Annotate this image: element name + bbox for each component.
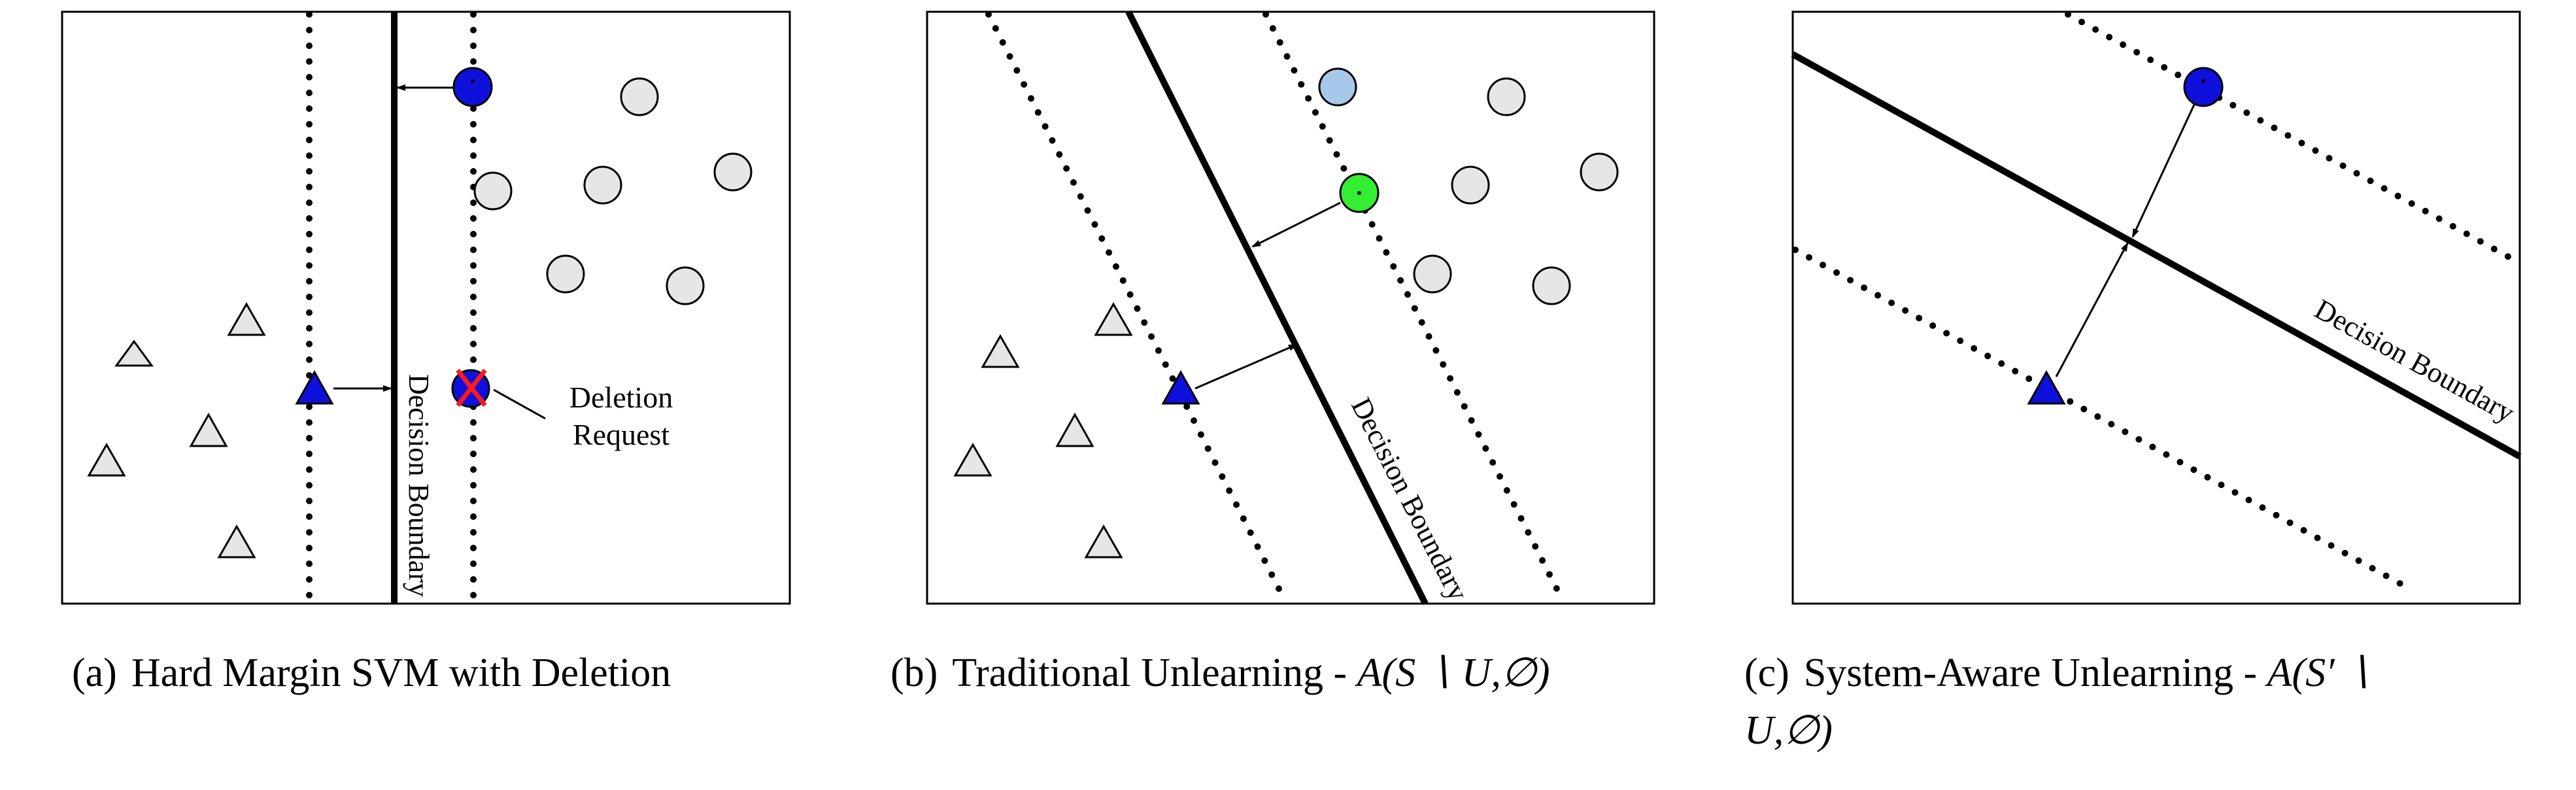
caption-b: (b) Traditional Unlearning - A(S ∖ U,∅) [890, 644, 1550, 702]
gray-triangle [114, 339, 154, 367]
panel-c: Decision Boundary [1791, 10, 2522, 605]
gray-triangle [981, 334, 1020, 368]
gray-triangle [189, 412, 228, 447]
panel-c-arrow-bottom [2055, 242, 2129, 377]
panel-b-frame [926, 10, 1655, 605]
gray-point [473, 171, 513, 211]
gray-point [620, 77, 659, 116]
panel-c-margin-bottom [1792, 247, 2413, 592]
gray-point [1413, 254, 1452, 294]
gray-point [666, 266, 705, 305]
new-support-vector-center-dot [1357, 191, 1361, 195]
support-vector-triangle [2027, 369, 2066, 405]
caption-a: (a) Hard Margin SVM with Deletion [72, 644, 671, 702]
support-vector-triangle [1161, 369, 1200, 405]
panel-a: Decision Boundary Deletion Request [61, 10, 791, 605]
panel-b-margin-right [1263, 11, 1566, 604]
gray-triangle [1055, 412, 1094, 447]
panel-c-arrow-top [2131, 104, 2195, 238]
caption-b-text: Traditional Unlearning - [952, 651, 1357, 695]
deletion-annotation-line1: Deletion [569, 381, 673, 414]
panel-a-frame [61, 10, 791, 605]
gray-point [713, 152, 753, 192]
caption-b-label: (b) [890, 651, 938, 695]
caption-c: (c) System-Aware Unlearning - A(S′ ∖ U,∅) [1744, 644, 2371, 759]
caption-c-math-line2: U,∅) [1744, 708, 1833, 753]
gray-point [1487, 77, 1526, 116]
support-vector-center-dot [2201, 79, 2205, 83]
panel-b: Decision Boundary [926, 10, 1655, 606]
gray-triangle [227, 301, 266, 336]
panel-a-boundary-label: Decision Boundary [403, 374, 435, 597]
panel-b-arrow-top [1251, 201, 1341, 248]
support-vector-circle [452, 67, 493, 107]
gray-triangle [87, 442, 126, 477]
panel-c-margin-top [2065, 11, 2520, 265]
caption-b-math: A(S ∖ U,∅) [1357, 651, 1550, 695]
caption-c-text: System-Aware Unlearning - [1803, 651, 2267, 695]
gray-point [583, 165, 622, 205]
gray-point [1451, 165, 1490, 205]
caption-c-label: (c) [1744, 651, 1789, 695]
deletion-x-mark [456, 368, 487, 407]
support-vector-circle [2183, 67, 2224, 107]
support-vector-triangle [295, 369, 334, 405]
caption-c-math-line1: A(S′ ∖ [2267, 651, 2371, 695]
gray-point [546, 254, 585, 294]
gray-triangle [1084, 524, 1123, 558]
panel-b-margin-left [985, 11, 1288, 604]
caption-c-line1: (c) System-Aware Unlearning - A(S′ ∖ [1744, 644, 2371, 702]
deletion-annotation-pointer [493, 388, 546, 420]
gray-triangle [953, 442, 992, 477]
gray-point [1580, 152, 1619, 192]
gray-point [1532, 266, 1571, 305]
panel-b-arrow-bottom [1195, 343, 1298, 390]
support-vector-center-dot [471, 79, 475, 83]
caption-a-label: (a) [72, 651, 117, 695]
panel-c-frame [1791, 10, 2521, 605]
panel-b-decision-boundary [1125, 10, 1429, 606]
gray-triangle [217, 524, 256, 558]
caption-a-text: Hard Margin SVM with Deletion [131, 651, 671, 695]
panel-c-decision-boundary [1791, 51, 2522, 460]
deletion-annotation-line2: Request [573, 418, 669, 451]
gray-triangle [1094, 301, 1133, 336]
removed-point [1318, 67, 1357, 107]
